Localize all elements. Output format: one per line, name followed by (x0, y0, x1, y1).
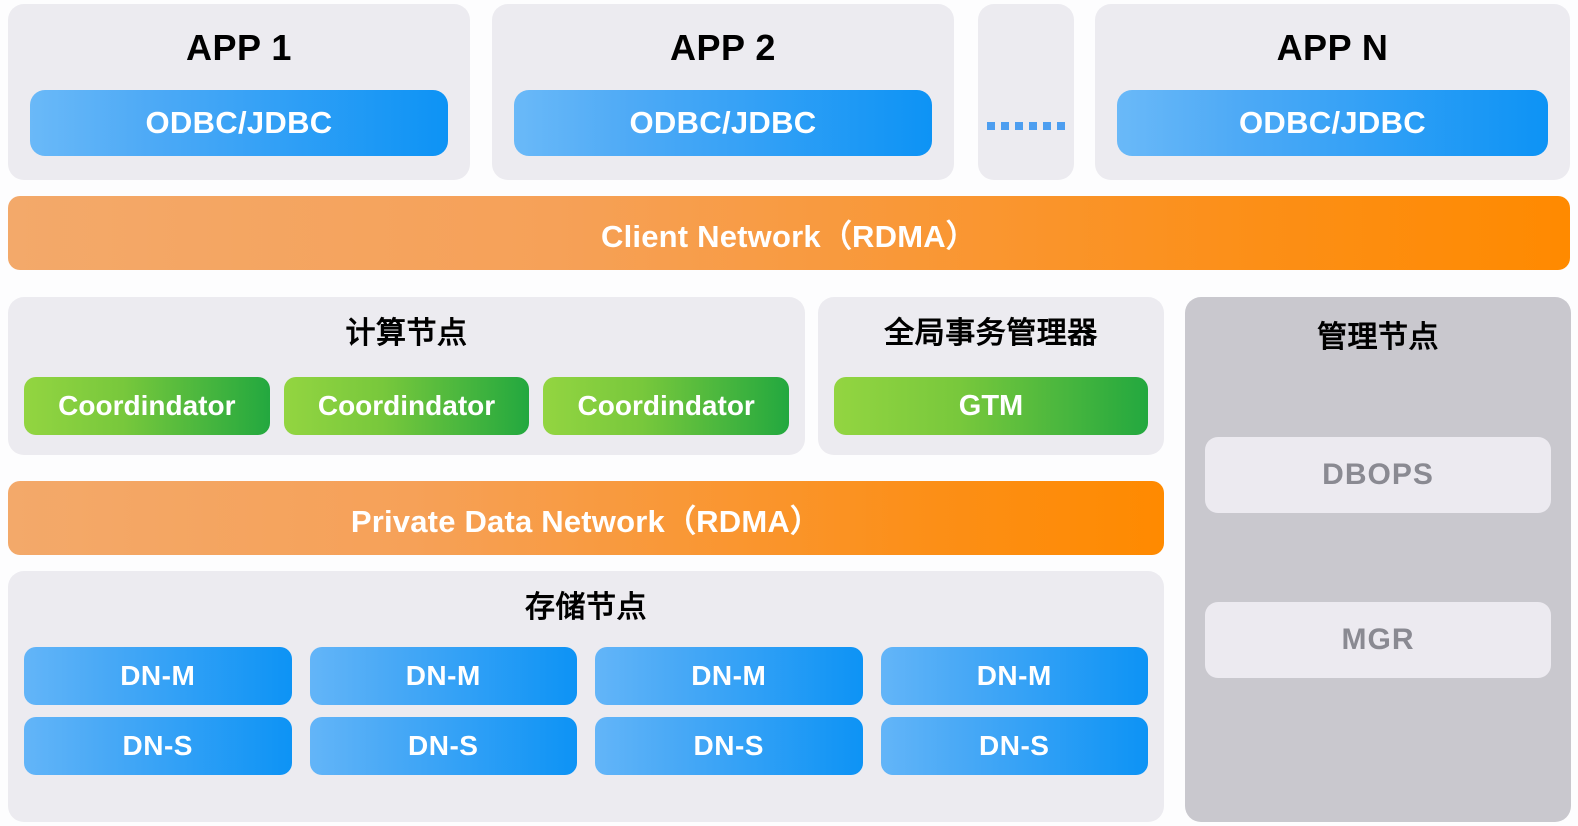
dn-master-node: DN-M (880, 647, 1148, 705)
dn-master-node: DN-M (309, 647, 577, 705)
coordinator-row: Coordindator Coordindator Coordindator (24, 377, 790, 435)
storage-node-title: 存储节点 (525, 591, 647, 624)
management-item-dbops: DBOPS (1205, 437, 1551, 513)
dn-slave-node: DN-S (309, 717, 577, 775)
app-card-2: APP 2 ODBC/JDBC (492, 4, 954, 180)
app-card-n: APP N ODBC/JDBC (1095, 4, 1570, 180)
management-item-mgr: MGR (1205, 602, 1551, 678)
storage-column: DN-M DN-S (880, 647, 1148, 775)
app-connector-pill: ODBC/JDBC (1117, 90, 1548, 156)
coordinator-node: Coordindator (283, 377, 530, 435)
storage-column: DN-M DN-S (309, 647, 577, 775)
management-node-panel: 管理节点 DBOPS MGR (1185, 297, 1571, 822)
dn-slave-node: DN-S (24, 717, 292, 775)
horizontal-dots-icon (978, 122, 1074, 130)
dn-slave-node: DN-S (595, 717, 863, 775)
management-node-title: 管理节点 (1317, 321, 1439, 354)
dn-slave-node: DN-S (880, 717, 1148, 775)
app-card-title: APP 1 (186, 27, 292, 68)
storage-column: DN-M DN-S (24, 647, 292, 775)
gtm-node-panel: 全局事务管理器 GTM (818, 297, 1164, 455)
compute-node-title: 计算节点 (345, 317, 468, 350)
private-data-network-bar: Private Data Network（RDMA） (8, 481, 1164, 555)
gtm-node: GTM (834, 377, 1148, 435)
app-ellipsis-card (978, 4, 1074, 180)
coordinator-node: Coordindator (543, 377, 790, 435)
gtm-node-title: 全局事务管理器 (884, 317, 1098, 350)
app-card-1: APP 1 ODBC/JDBC (8, 4, 470, 180)
dn-master-node: DN-M (24, 647, 292, 705)
storage-node-grid: DN-M DN-S DN-M DN-S DN-M DN-S DN-M DN-S (24, 647, 1148, 775)
app-connector-pill: ODBC/JDBC (30, 90, 448, 156)
storage-column: DN-M DN-S (595, 647, 863, 775)
storage-node-panel: 存储节点 DN-M DN-S DN-M DN-S DN-M DN-S DN-M … (8, 571, 1164, 822)
app-connector-pill: ODBC/JDBC (514, 90, 932, 156)
app-card-title: APP 2 (670, 27, 776, 68)
app-card-title: APP N (1276, 27, 1389, 68)
coordinator-node: Coordindator (24, 377, 270, 435)
dn-master-node: DN-M (595, 647, 863, 705)
compute-node-panel: 计算节点 Coordindator Coordindator Coordinda… (8, 297, 805, 455)
client-network-bar: Client Network（RDMA） (8, 196, 1570, 270)
